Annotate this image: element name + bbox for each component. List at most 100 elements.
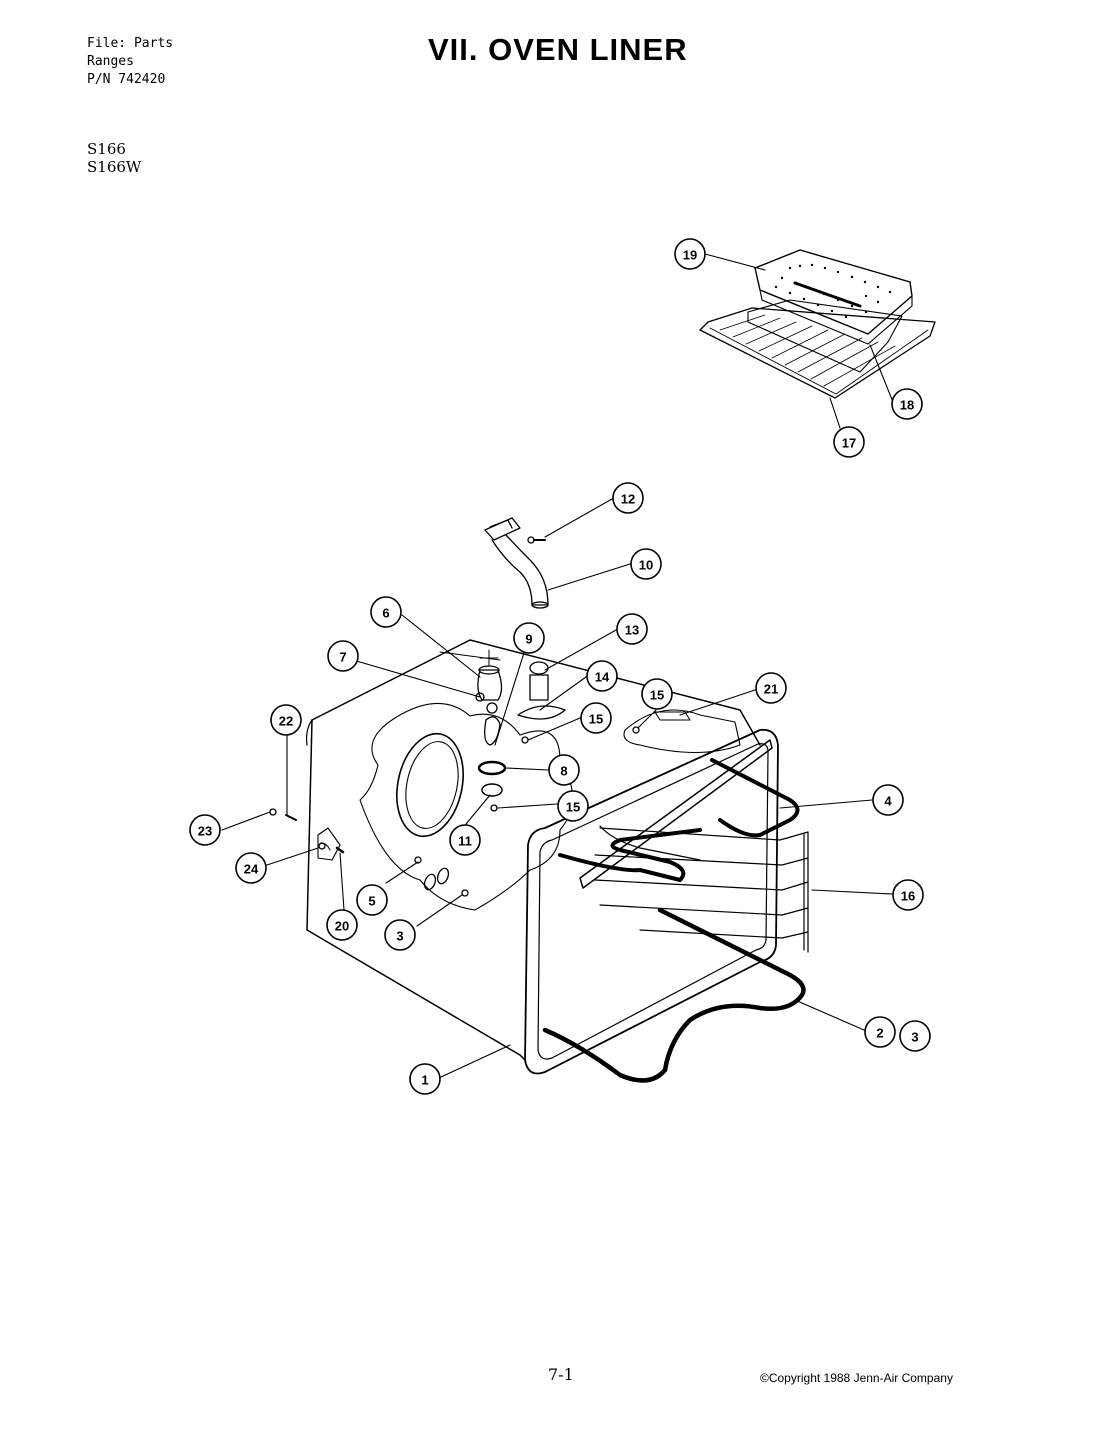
callout-circle [409,1063,441,1095]
callout-label: 2 [876,1026,883,1041]
callout-3: 3 [899,1020,931,1052]
callout-8: 8 [548,754,580,786]
front-frame [524,728,779,1075]
light-and-sensor-parts [475,649,691,812]
callout-circle [864,1016,896,1048]
callout-label: 8 [560,764,567,779]
callout-label: 20 [335,919,349,934]
vent-ring [396,732,464,838]
callout-18: 18 [891,388,923,420]
callout-circle [586,660,618,692]
callout-label: 15 [650,688,664,703]
callout-circle [833,426,865,458]
callout-circle [892,879,924,911]
callout-circle [630,548,662,580]
callout-circle [899,1020,931,1052]
callout-1: 1 [409,1063,441,1095]
callout-label: 22 [279,714,293,729]
callout-6: 6 [370,596,402,628]
callout-circle [580,702,612,734]
callout-label: 3 [396,929,403,944]
callout-15: 15 [557,790,589,822]
callout-21: 21 [755,672,787,704]
callout-label: 17 [842,436,856,451]
file-line: File: Parts [87,36,174,51]
callout-circle [449,824,481,856]
light-socket [477,669,503,701]
callout-label: 15 [566,800,580,815]
callout-circle [872,784,904,816]
callout-label: 3 [911,1030,918,1045]
callout-label: 12 [621,492,635,507]
callout-23: 23 [189,814,221,846]
callout-circle [548,754,580,786]
callout-label: 10 [639,558,653,573]
callout-label: 6 [382,606,389,621]
callout-label: 23 [198,824,212,839]
file-info: File: Parts Ranges P/N 742420 [87,35,173,89]
callout-label: 14 [595,670,610,685]
callout-label: 1 [421,1073,428,1088]
callout-circle [384,919,416,951]
broil-element-bracket [579,739,773,889]
callout-15: 15 [641,678,673,710]
vent-tube [491,534,549,606]
callout-label: 16 [901,889,915,904]
callout-circle [189,814,221,846]
callout-14: 14 [586,660,618,692]
callout-circle [674,238,706,270]
copyright-notice: ©Copyright 1988 Jenn-Air Company [760,1371,953,1385]
callout-circle [891,388,923,420]
callout-20: 20 [326,909,358,941]
callout-label: 5 [368,894,375,909]
callout-4: 4 [872,784,904,816]
callout-circle [755,672,787,704]
vent-tube-assembly [484,517,549,609]
callout-label: 15 [589,712,603,727]
callout-label: 21 [764,682,778,697]
callout-15: 15 [580,702,612,734]
callout-17: 17 [833,426,865,458]
callout-13: 13 [616,613,648,645]
callout-5: 5 [356,884,388,916]
light-bulb [484,716,501,746]
callout-label: 24 [244,862,259,877]
model-number: S166W [87,158,142,176]
callout-circle [513,622,545,654]
callout-label: 7 [339,650,346,665]
part-number-line: P/N 742420 [87,72,166,87]
gasket [517,705,566,720]
callout-7: 7 [327,640,359,672]
callout-22: 22 [270,704,302,736]
callout-circle [356,884,388,916]
model-number: S166 [87,140,126,158]
callout-24: 24 [235,852,267,884]
callout-16: 16 [892,879,924,911]
callout-circle [370,596,402,628]
model-list: S166 S166W [87,140,141,176]
callout-label: 13 [625,623,639,638]
callout-circle [612,482,644,514]
callout-circle [270,704,302,736]
bake-element [542,907,806,1083]
callout-19: 19 [674,238,706,270]
callout-circle [326,909,358,941]
callout-circle [557,790,589,822]
thermostat-bulb [529,674,549,701]
callout-2: 2 [864,1016,896,1048]
callout-circle [327,640,359,672]
callout-label: 18 [900,398,914,413]
leader-lines [221,253,894,1078]
broiler-pan [754,249,913,335]
broiler-pan-assembly [699,249,936,399]
callout-label: 11 [458,834,472,849]
broiler-grid [747,299,903,373]
callout-3: 3 [384,919,416,951]
callout-10: 10 [630,548,662,580]
callout-12: 12 [612,482,644,514]
callout-label: 19 [683,248,697,263]
callout-circle [616,613,648,645]
callout-circle [641,678,673,710]
